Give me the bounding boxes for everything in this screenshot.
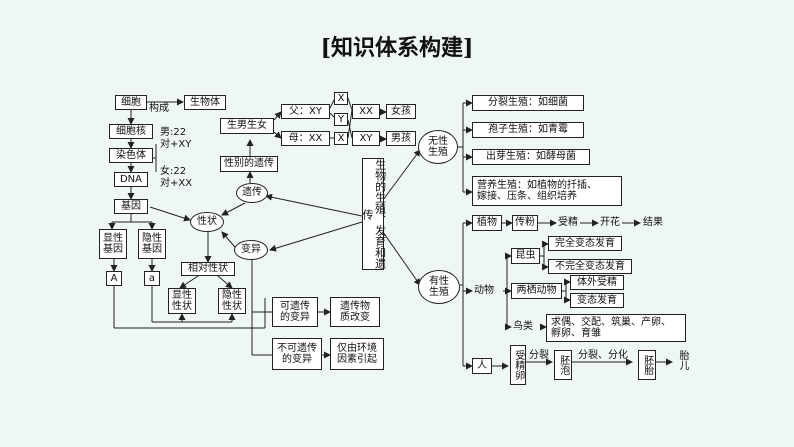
sex-inheritance-box: 性别的遗传 <box>220 156 278 172</box>
chromosome-box: 染色体 <box>109 148 153 163</box>
relative-traits-box: 相对性状 <box>181 262 235 276</box>
dominant-gene-box: 显性 基因 <box>99 229 127 259</box>
metamorphosis-box: 变态发育 <box>570 293 624 308</box>
amphibian-box: 两栖动物 <box>511 283 562 299</box>
girl-box: 女孩 <box>386 104 416 119</box>
asexual-oval: 无性 生殖 <box>418 130 458 164</box>
incomplete-metamorphosis-box: 不完全变态发育 <box>548 259 632 274</box>
asexual-item-fission: 分裂生殖：如细菌 <box>472 95 584 111</box>
inheritance-oval: 遗传 <box>236 183 268 203</box>
fetus-text: 胎儿 <box>677 350 688 370</box>
male-chromosomes-text: 男:22 对+XY <box>160 127 192 150</box>
nucleus-box: 细胞核 <box>109 124 153 139</box>
asexual-item-vegetative: 营养生殖：如植物的扦插、 嫁接、压条、组织培养 <box>472 176 622 206</box>
cell-box: 细胞 <box>115 95 147 110</box>
plant-box: 植物 <box>472 215 502 231</box>
variation-oval: 变异 <box>234 240 268 260</box>
pollination-box: 传粉 <box>512 215 538 231</box>
heritable-variation-box: 可遗传 的变异 <box>272 297 318 327</box>
gamete-Y-father: Y <box>334 113 348 126</box>
recessive-trait-box: 隐性 性状 <box>218 288 246 314</box>
fertilization-text: 受精 <box>558 217 578 228</box>
constitutes-label: 构成 <box>149 103 169 114</box>
blastocyst-box: 胚泡 <box>554 350 572 380</box>
human-box: 人 <box>472 358 492 374</box>
zygote-box: 受精卵 <box>510 345 526 385</box>
xx-box: XX <box>352 104 380 119</box>
birds-label: 鸟类 <box>513 321 533 332</box>
complete-metamorphosis-box: 完全变态发育 <box>548 236 622 251</box>
external-fertilization-box: 体外受精 <box>570 275 624 290</box>
dominant-trait-box: 显性 性状 <box>168 288 196 314</box>
bird-reproduction-box: 求偶、交配、筑巢、产卵、 孵卵、育雏 <box>546 314 686 342</box>
insect-box: 昆虫 <box>511 248 540 264</box>
fruiting-text: 结果 <box>643 217 663 228</box>
sexual-oval: 有性 生殖 <box>418 270 460 304</box>
boy-box: 男孩 <box>386 131 416 146</box>
environment-cause-box: 仅由环境 因素引起 <box>330 338 384 370</box>
father-box: 父：XY <box>281 104 330 119</box>
recessive-gene-box: 隐性 基因 <box>138 229 166 259</box>
embryo-box: 胚胎 <box>638 350 656 380</box>
animal-label: 动物 <box>474 285 494 296</box>
female-chromosomes-text: 女:22 对+XX <box>160 166 193 189</box>
gene-box: 基因 <box>114 199 148 214</box>
genetic-change-box: 遗传物 质改变 <box>330 297 380 327</box>
boy-or-girl-box: 生男生女 <box>220 118 274 134</box>
center-topic-box: 生物的生殖、发育和遗传 <box>361 158 387 270</box>
page-title: [知识体系构建] <box>320 35 474 61</box>
dna-box: DNA <box>114 172 148 187</box>
xy-box: XY <box>352 131 380 146</box>
asexual-item-spore: 孢子生殖：如青霉 <box>472 122 584 138</box>
gamete-X-mother: X <box>334 132 348 145</box>
organism-box: 生物体 <box>184 95 226 110</box>
trait-oval: 性状 <box>190 212 224 232</box>
asexual-item-budding: 出芽生殖：如酵母菌 <box>472 149 590 165</box>
mother-box: 母：XX <box>281 131 330 146</box>
gamete-X-father: X <box>334 92 348 105</box>
allele-A-box: A <box>106 271 122 286</box>
non-heritable-variation-box: 不可遗传 的变异 <box>272 338 322 370</box>
division-differentiation-text: 分裂、分化 <box>578 350 628 361</box>
division-text: 分裂 <box>529 350 549 361</box>
flowering-text: 开花 <box>600 217 620 228</box>
allele-a-box: a <box>144 271 160 286</box>
